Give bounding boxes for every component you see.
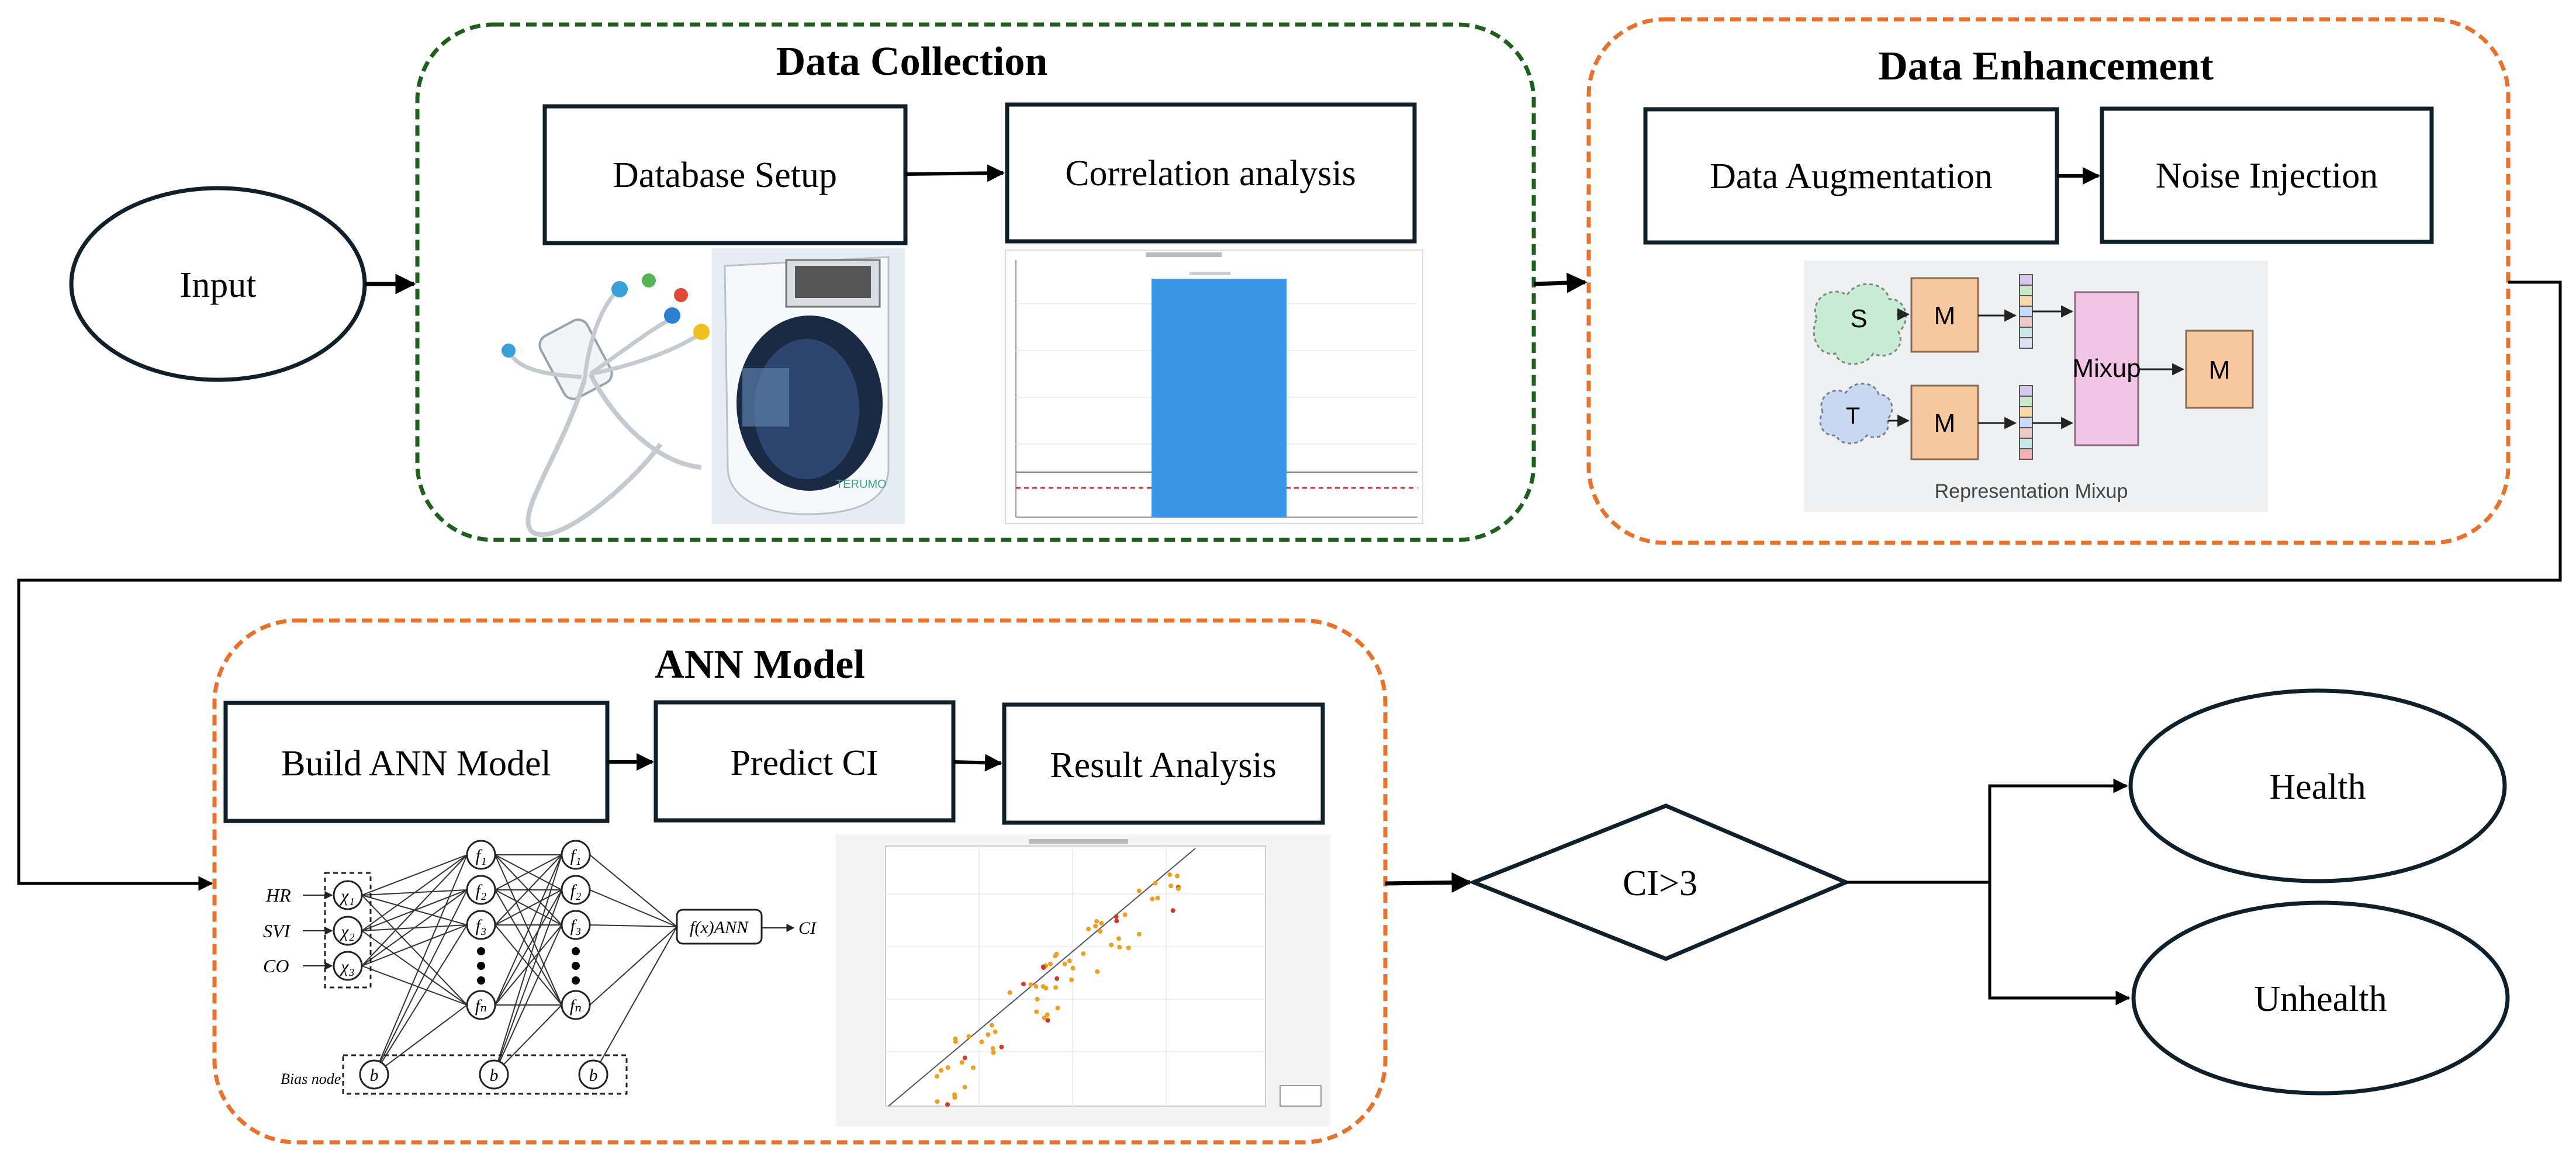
noise-injection-label: Noise Injection (2156, 156, 2378, 196)
ann-model-title: ANN Model (655, 642, 865, 687)
health-node: Health (2128, 688, 2507, 883)
data-enhancement-group: Data Enhancement Data Augmentation Noise… (1586, 17, 2511, 545)
mixup-caption: Representation Mixup (1935, 480, 2128, 502)
decision-node: CI>3 (1468, 803, 1851, 961)
correlation-chart (1005, 249, 1423, 524)
ecg-leads-icon (502, 273, 710, 538)
correlation-bar (1152, 279, 1287, 517)
svg-text:fₙ: fₙ (570, 996, 582, 1016)
build-ann-box (223, 701, 610, 823)
mixup-model-m-1: M (1934, 301, 1956, 330)
build-ann-label: Build ANN Model (281, 744, 551, 784)
svg-text:f₃: f₃ (476, 916, 487, 935)
ann-model-group: ANN Model Build ANN Model Predict CI Res… (212, 618, 1388, 1145)
correlation-analysis-label: Correlation analysis (1065, 154, 1356, 193)
svg-text:χ₃: χ₃ (339, 957, 355, 976)
blood-pressure-monitor-icon: TERUMO (712, 248, 905, 524)
bias-b-3: b (589, 1066, 598, 1085)
unhealth-node: Unhealth (2131, 900, 2510, 1096)
noise-injection-box (2100, 106, 2434, 244)
svg-text:fₙ: fₙ (475, 996, 487, 1016)
ann-network-diagram: HR SVI CO χ₁ χ₂ χ₃ f₁ f₂ f₃ fₙ f₁ f₂ f₃ fₙ (263, 840, 817, 1095)
data-enhancement-title: Data Enhancement (1878, 44, 2214, 89)
result-analysis-label: Result Analysis (1050, 746, 1277, 785)
data-collection-title: Data Collection (776, 39, 1048, 84)
input-co: CO (263, 955, 289, 976)
data-augmentation-box (1643, 107, 2059, 245)
ann-output-ci: CI (798, 919, 817, 938)
representation-mixup-figure: S T M M (1804, 261, 2268, 512)
input-hr: HR (265, 885, 291, 906)
mixup-model-m-3: M (2209, 356, 2231, 384)
database-setup-box (542, 104, 908, 245)
svg-text:f₂: f₂ (570, 881, 582, 900)
result-scatter-chart (835, 834, 1330, 1127)
result-analysis-box (1002, 702, 1325, 825)
bias-b-2: b (490, 1066, 499, 1085)
bias-b-1: b (370, 1066, 379, 1085)
svg-text:χ₁: χ₁ (339, 886, 355, 906)
health-label: Health (2269, 767, 2366, 807)
svg-text:TERUMO: TERUMO (836, 478, 887, 491)
data-collection-group: Data Collection Database Setup Correlati… (415, 22, 1536, 542)
unhealth-label: Unhealth (2254, 979, 2387, 1019)
input-label: Input (180, 265, 257, 305)
ann-function-label: f(x)ANN (690, 918, 749, 937)
input-svi: SVI (263, 920, 291, 941)
predict-ci-box (653, 700, 956, 823)
database-setup-label: Database Setup (613, 155, 837, 195)
input-node: Input (69, 186, 367, 382)
data-augmentation-label: Data Augmentation (1710, 157, 1993, 196)
predict-ci-label: Predict CI (730, 743, 878, 783)
svg-text:χ₂: χ₂ (339, 922, 355, 941)
decision-label: CI>3 (1623, 864, 1697, 903)
svg-text:f₁: f₁ (476, 846, 487, 865)
mixup-source-t: T (1846, 403, 1860, 429)
mixup-label: Mixup (2072, 354, 2141, 383)
svg-text:f₁: f₁ (570, 846, 582, 865)
mixup-source-s: S (1850, 304, 1867, 333)
bias-node-label: Bias node (281, 1070, 341, 1087)
correlation-analysis-box (1005, 102, 1417, 244)
mixup-model-m-2: M (1934, 409, 1956, 438)
svg-text:f₃: f₃ (570, 916, 582, 935)
svg-text:f₂: f₂ (476, 881, 487, 900)
